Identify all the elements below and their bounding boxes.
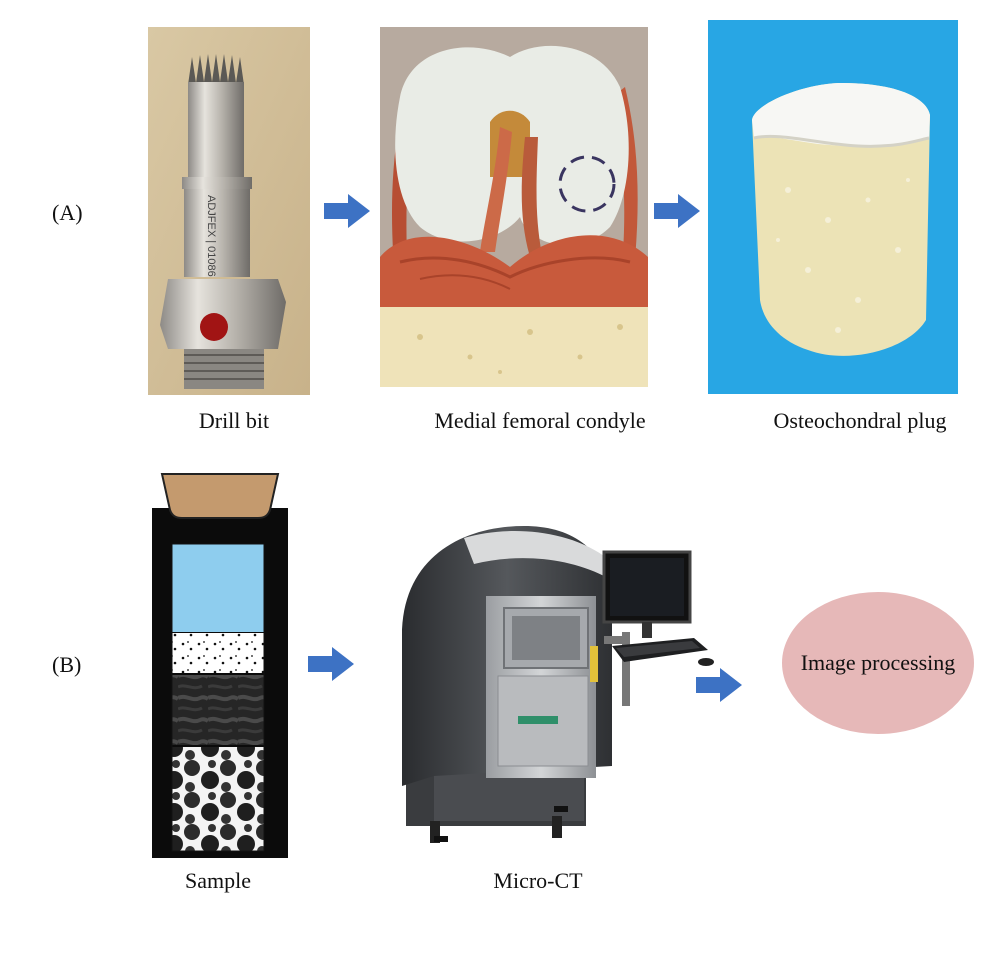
svg-text:· · ·: · · ·: [534, 558, 543, 564]
drill-engraving: ADJFEX | 01086: [205, 195, 217, 277]
image-processing-node: Image processing: [782, 592, 974, 734]
sample-caption: Sample: [185, 868, 251, 893]
arrow-right-icon: [654, 194, 700, 228]
drill-bit-caption: Drill bit: [198, 408, 270, 433]
drill-bit-photo: ADJFEX | 01086: [148, 27, 310, 395]
osteochondral-plug-photo: [708, 20, 958, 394]
medial-femoral-condyle-photo: [380, 27, 648, 387]
sample-tube: [148, 472, 288, 858]
arrow-right-icon: [324, 194, 370, 228]
arrow-right-icon: [696, 668, 742, 702]
micro-ct-caption: Micro-CT: [493, 868, 583, 893]
arrow-right-icon: [308, 647, 354, 681]
condyle-caption: Medial femoral condyle: [434, 408, 646, 433]
plug-caption: Osteochondral plug: [773, 408, 947, 433]
image-processing-label: Image processing: [800, 650, 956, 675]
micro-ct-scanner: · · ·: [394, 516, 720, 860]
panel-a-label: (A): [52, 200, 83, 225]
panel-b-label: (B): [52, 652, 82, 677]
